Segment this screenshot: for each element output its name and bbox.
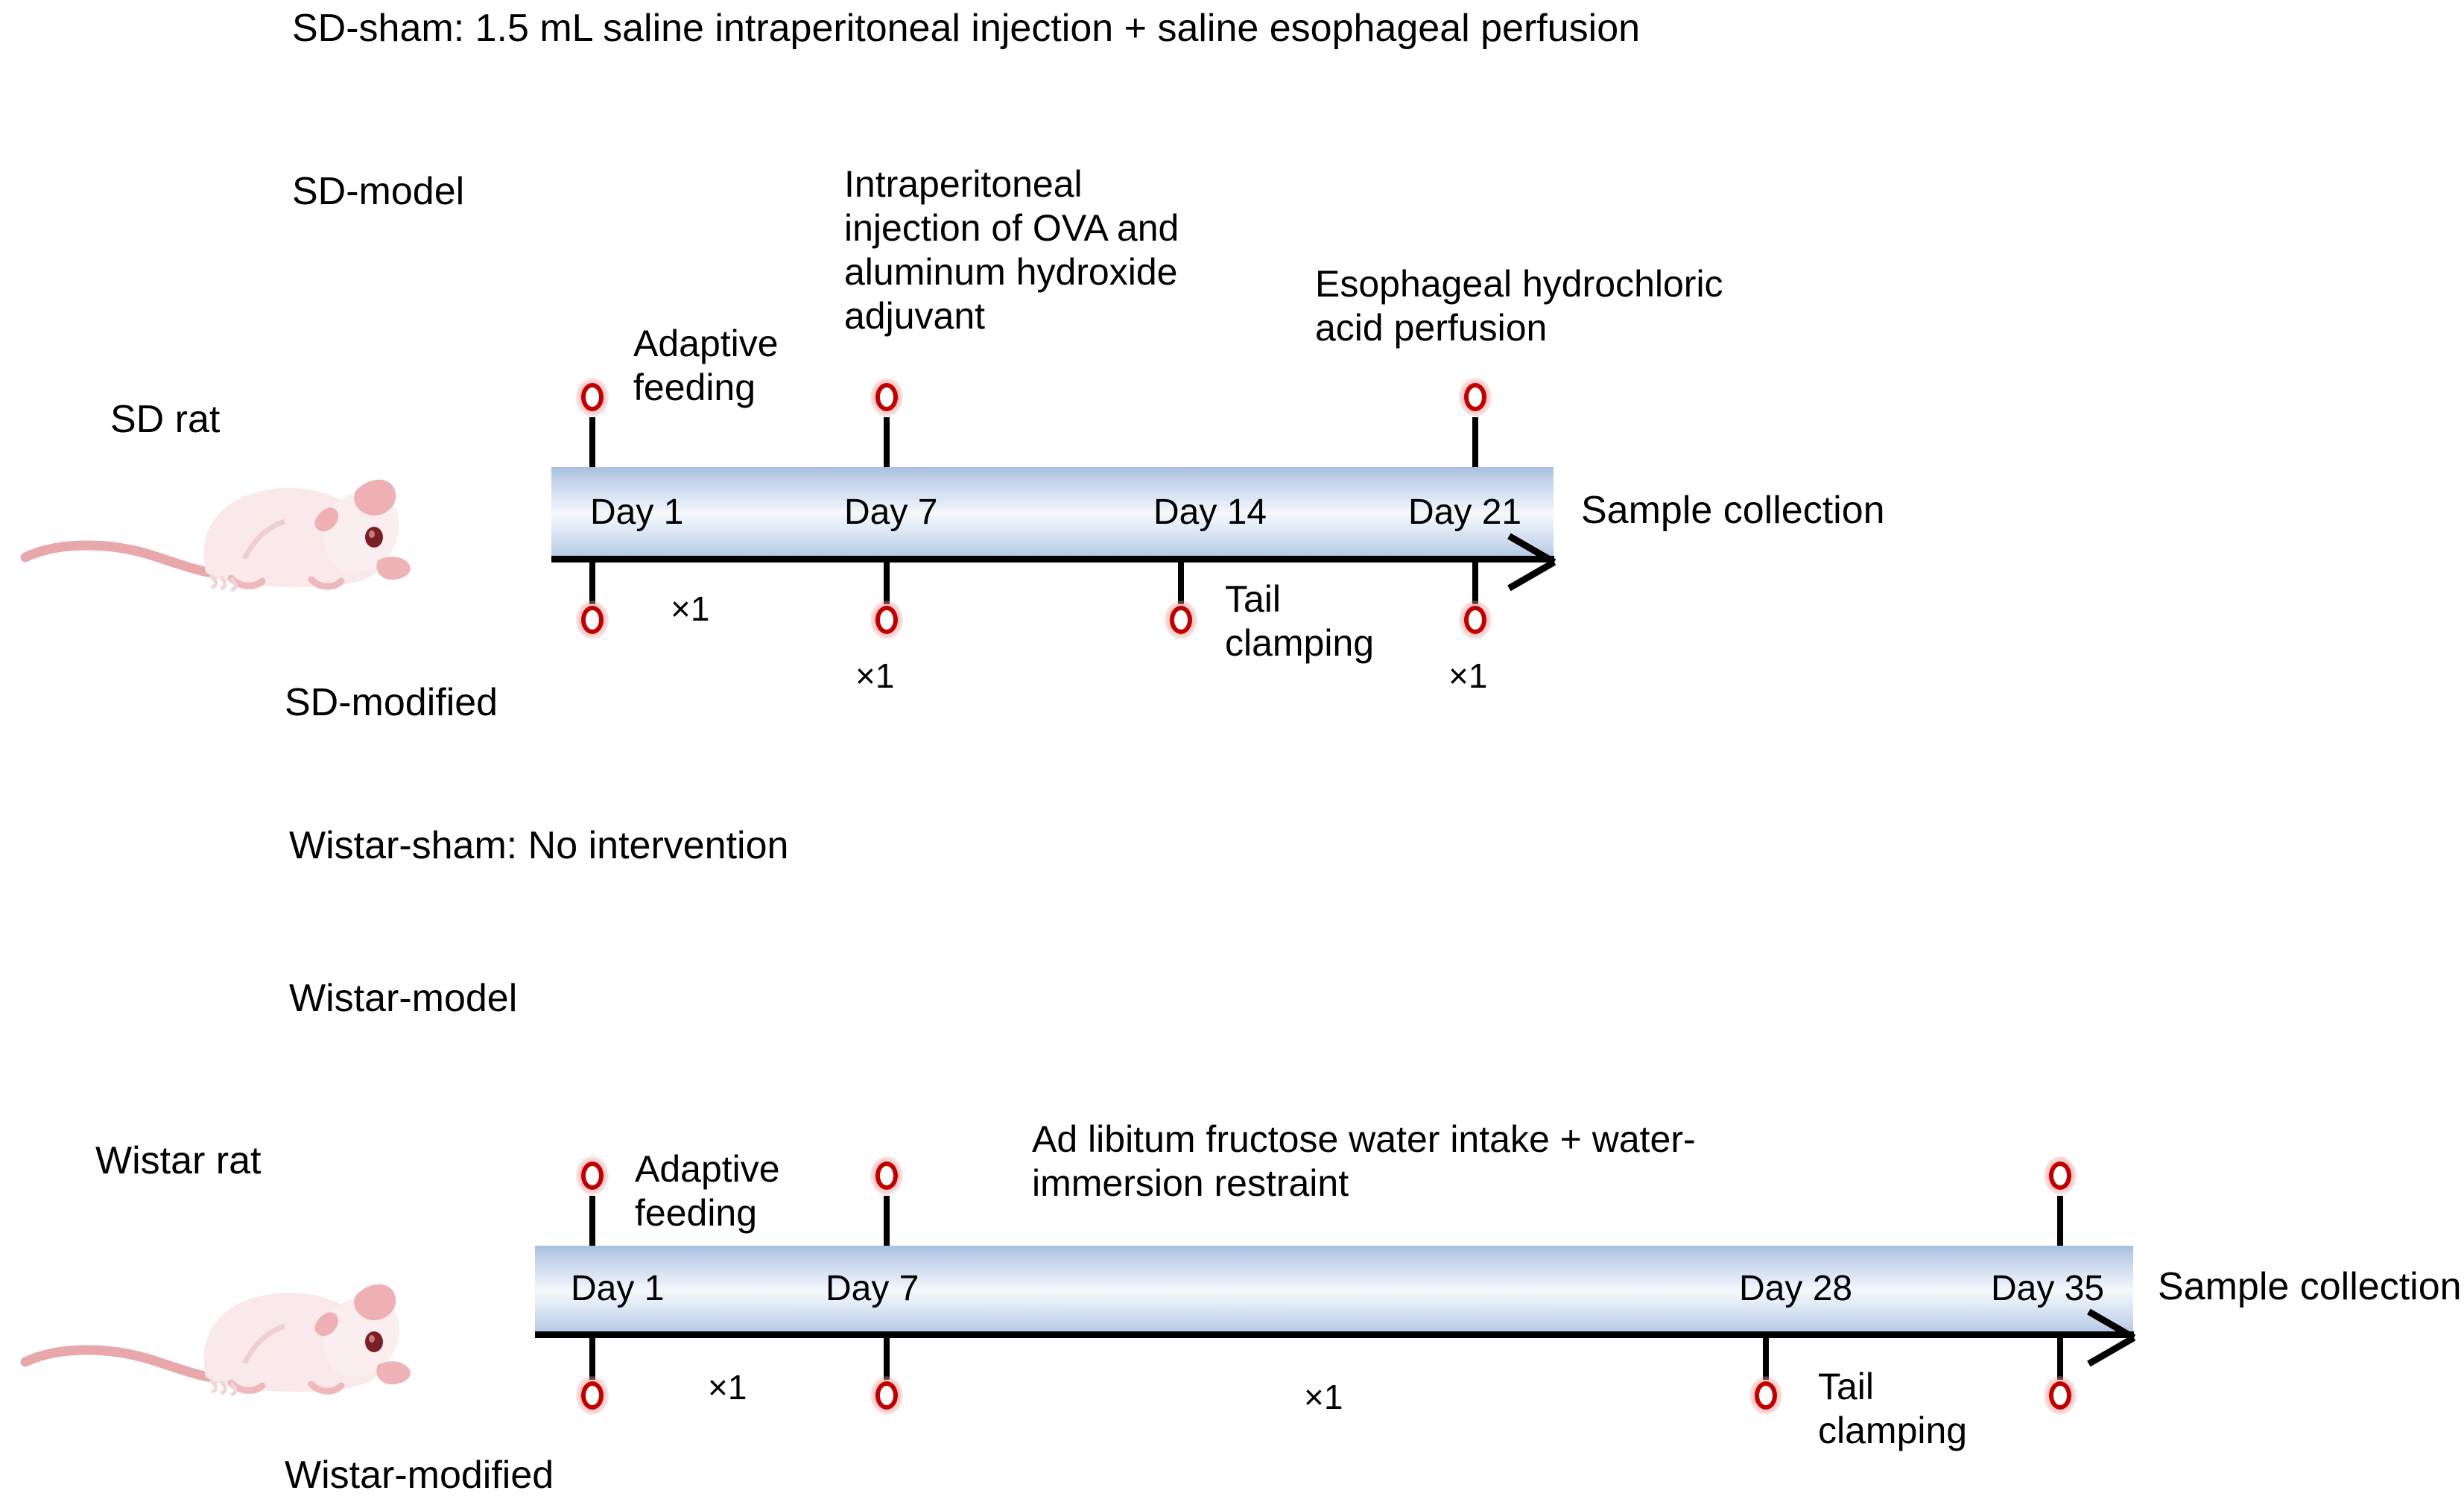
wistar-below-annotation-0: ×1 <box>708 1368 747 1407</box>
sd-timeline-bar <box>551 467 1554 560</box>
sd-timeline-axis <box>551 556 1554 563</box>
wistar-marker-below-day28 <box>1749 1375 1783 1416</box>
wistar-stem-above-1 <box>884 1196 890 1248</box>
wistar-day-label-3: Day 35 <box>1991 1269 2105 1308</box>
sd-model-label: SD-model <box>292 170 465 213</box>
wistar-rat-icon <box>20 1284 411 1397</box>
wistar-rat-label: Wistar rat <box>95 1139 262 1182</box>
sd-rat-icon <box>20 479 411 592</box>
wistar-annotation-0-text: Adaptive feeding <box>635 1148 780 1234</box>
wistar-day-label-0: Day 1 <box>571 1269 665 1308</box>
wistar-annotation-fructose-restraint: Ad libitum fructose water intake + water… <box>1032 1118 1696 1205</box>
marker-ring <box>1755 1381 1777 1410</box>
wistar-timeline-bar <box>535 1246 2133 1335</box>
marker-ring <box>1464 606 1486 634</box>
sd-stem-below-3 <box>1472 560 1478 604</box>
wistar-annotation-1-text: Ad libitum fructose water intake + water… <box>1032 1118 1696 1204</box>
sd-below-annotation-3: ×1 <box>1448 656 1488 695</box>
marker-ring <box>581 1162 604 1190</box>
wistar-stem-above-0 <box>589 1196 595 1248</box>
wistar-day-label-1: Day 7 <box>826 1269 919 1308</box>
sd-stem-above-3 <box>1472 417 1478 469</box>
sd-stem-above-0 <box>589 417 595 469</box>
wistar-stem-above-3 <box>2057 1196 2063 1248</box>
wistar-below-annotation-1: ×1 <box>1304 1378 1343 1416</box>
wistar-marker-above-day1 <box>575 1156 609 1196</box>
wistar-below-annotation-tail-clamping: Tail clamping <box>1818 1365 1967 1453</box>
sd-day-label-2: Day 14 <box>1153 492 1267 532</box>
sd-sample-collection-label: Sample collection <box>1581 489 1885 532</box>
marker-ring <box>2049 1381 2071 1410</box>
wistar-sample-collection-label: Sample collection <box>2158 1265 2462 1308</box>
sd-marker-below-day1 <box>575 600 609 640</box>
wistar-marker-below-day35 <box>2043 1375 2077 1416</box>
sd-marker-above-day1 <box>575 377 609 417</box>
wistar-modified-label: Wistar-modified <box>285 1454 554 1497</box>
sd-below-annotation-tail-clamping: Tail clamping <box>1225 577 1374 665</box>
sd-annotation-0-text: Adaptive feeding <box>633 323 779 408</box>
sd-marker-below-day14 <box>1164 600 1198 640</box>
sd-rat-label: SD rat <box>110 398 221 441</box>
wistar-below-annotation-2-text: Tail clamping <box>1818 1366 1968 1451</box>
wistar-timeline-axis <box>535 1331 2134 1338</box>
wistar-stem-below-3 <box>2057 1335 2063 1380</box>
marker-ring <box>2049 1162 2071 1190</box>
sd-annotation-ova-injection: Intraperitoneal injection of OVA and alu… <box>844 162 1179 338</box>
sd-marker-below-day21 <box>1458 600 1492 640</box>
marker-ring <box>875 383 898 411</box>
sd-stem-above-1 <box>884 417 890 469</box>
wistar-marker-above-day35 <box>2043 1156 2077 1196</box>
sd-annotation-2-text: Esophageal hydrochloric acid perfusion <box>1315 263 1723 349</box>
sd-day-label-0: Day 1 <box>590 492 684 532</box>
marker-ring <box>875 1381 898 1410</box>
wistar-stem-below-2 <box>1763 1335 1769 1380</box>
sd-stem-below-0 <box>589 560 595 604</box>
sd-below-annotation-0: ×1 <box>671 589 710 628</box>
marker-ring <box>581 606 604 634</box>
sd-day-label-3: Day 21 <box>1408 492 1522 532</box>
marker-ring <box>581 383 604 411</box>
marker-ring <box>1464 383 1486 411</box>
sd-stem-below-2 <box>1178 560 1184 604</box>
wistar-marker-above-day7 <box>870 1156 904 1196</box>
wistar-marker-below-day1 <box>575 1375 609 1416</box>
marker-ring <box>581 1381 604 1410</box>
sd-below-annotation-2-text: Tail clamping <box>1225 578 1375 664</box>
sd-annotation-1-text: Intraperitoneal injection of OVA and alu… <box>844 163 1179 337</box>
wistar-model-label: Wistar-model <box>289 977 518 1020</box>
wistar-annotation-adaptive-feeding: Adaptive feeding <box>635 1147 780 1235</box>
sd-marker-above-day7 <box>870 377 904 417</box>
wistar-stem-below-0 <box>589 1335 595 1380</box>
sd-annotation-adaptive-feeding: Adaptive feeding <box>633 322 779 410</box>
marker-ring <box>875 606 898 634</box>
sd-below-annotation-1: ×1 <box>855 656 895 695</box>
sd-day-label-1: Day 7 <box>844 492 938 532</box>
wistar-marker-below-day7 <box>870 1375 904 1416</box>
sd-marker-above-day21 <box>1458 377 1492 417</box>
sd-annotation-hcl-perfusion: Esophageal hydrochloric acid perfusion <box>1315 262 1723 350</box>
marker-ring <box>875 1162 898 1190</box>
sd-stem-below-1 <box>884 560 890 604</box>
wistar-day-label-2: Day 28 <box>1739 1269 1853 1308</box>
marker-ring <box>1170 606 1192 634</box>
sd-marker-below-day7 <box>870 600 904 640</box>
wistar-sham-note: Wistar-sham: No intervention <box>289 824 789 867</box>
sd-modified-label: SD-modified <box>285 681 498 724</box>
wistar-stem-below-1 <box>884 1335 890 1380</box>
sd-sham-note: SD-sham: 1.5 mL saline intraperitoneal i… <box>292 7 1641 50</box>
